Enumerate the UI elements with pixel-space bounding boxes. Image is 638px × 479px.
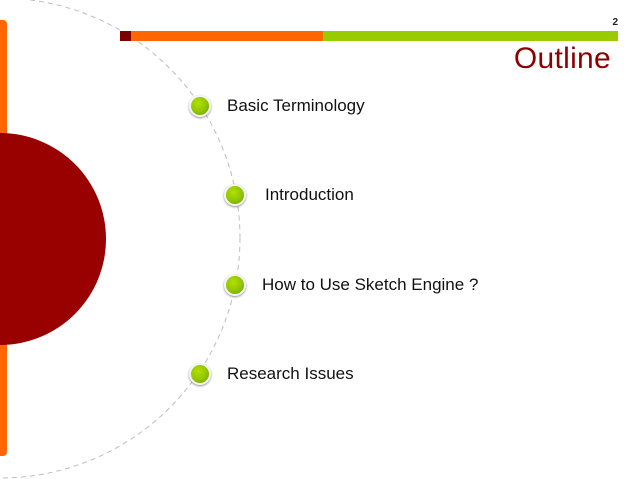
outline-item-research-issues: Research Issues	[189, 363, 354, 385]
top-bar-dark-segment	[120, 31, 131, 41]
outline-item-label: Introduction	[265, 185, 354, 204]
outline-item-label: How to Use Sketch Engine ?	[262, 275, 479, 294]
top-bar-green-segment	[323, 31, 618, 41]
slide-title: Outline	[513, 42, 611, 75]
green-bullet-icon	[189, 363, 211, 385]
outline-item-label: Research Issues	[227, 364, 354, 383]
page-number: 2	[612, 17, 618, 28]
outline-item-how-to-use: How to Use Sketch Engine ?	[224, 274, 478, 296]
outline-item-basic-terminology: Basic Terminology	[189, 95, 365, 117]
top-bar-orange-segment	[131, 31, 323, 41]
green-bullet-icon	[224, 184, 246, 206]
outline-item-label: Basic Terminology	[227, 96, 365, 115]
green-bullet-icon	[224, 274, 246, 296]
outline-item-introduction: Introduction	[224, 184, 354, 206]
green-bullet-icon	[189, 95, 211, 117]
